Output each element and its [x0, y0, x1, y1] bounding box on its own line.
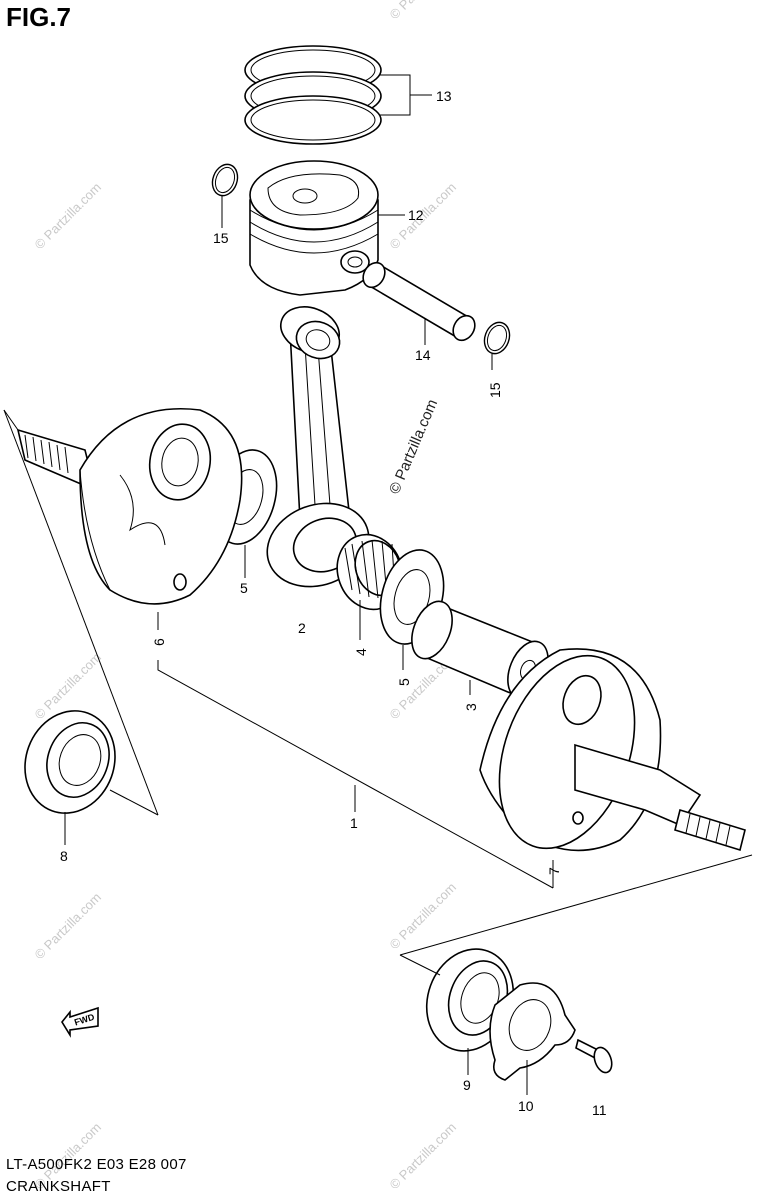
callout-7[interactable]: 7 [546, 867, 562, 875]
callout-4[interactable]: 4 [353, 648, 369, 656]
callout-6[interactable]: 6 [151, 638, 167, 646]
callout-10[interactable]: 10 [518, 1098, 534, 1114]
watermark: © Partzilla.com [32, 180, 105, 253]
piston-rings[interactable] [244, 45, 382, 145]
screw[interactable] [575, 1038, 615, 1075]
callout-3[interactable]: 3 [463, 703, 479, 711]
leader-lines [64, 74, 528, 1095]
piston-pin[interactable] [359, 259, 479, 345]
callout-8[interactable]: 8 [60, 848, 68, 864]
circlip-right[interactable] [480, 319, 513, 357]
callout-15-right[interactable]: 15 [487, 382, 503, 398]
bearing-retainer[interactable] [489, 982, 576, 1081]
callout-12[interactable]: 12 [408, 207, 424, 223]
callout-5-right[interactable]: 5 [396, 678, 412, 686]
model-code: LT-A500FK2 E03 E28 007 [6, 1156, 187, 1173]
figure-title: FIG.7 [6, 2, 72, 32]
callout-9[interactable]: 9 [463, 1077, 471, 1093]
callout-13[interactable]: 13 [436, 88, 452, 104]
callout-5-left[interactable]: 5 [240, 580, 248, 596]
callout-1[interactable]: 1 [350, 815, 358, 831]
crankshaft-left-half[interactable] [16, 408, 243, 605]
watermark: © Partzilla.com [32, 890, 105, 963]
connecting-rod[interactable] [255, 299, 380, 600]
piston[interactable] [249, 160, 379, 296]
circlip-upper[interactable] [208, 161, 241, 199]
assembly-outline [3, 409, 753, 976]
assembly-name: CRANKSHAFT [6, 1178, 111, 1195]
watermark-dark: © Partzilla.com [386, 397, 441, 497]
callouts: 13 12 15 14 15 5 2 6 4 5 3 1 7 8 9 10 11 [60, 88, 607, 1118]
bearing-left[interactable] [11, 698, 129, 826]
fwd-arrow: FWD [61, 1006, 99, 1038]
callout-15-upper[interactable]: 15 [213, 230, 229, 246]
callout-11[interactable]: 11 [592, 1102, 607, 1118]
watermark: © Partzilla.com [387, 0, 460, 22]
callout-2[interactable]: 2 [298, 620, 306, 636]
crankshaft-right-half[interactable] [475, 637, 746, 867]
callout-14[interactable]: 14 [415, 347, 431, 363]
watermark: © Partzilla.com [387, 1120, 460, 1193]
